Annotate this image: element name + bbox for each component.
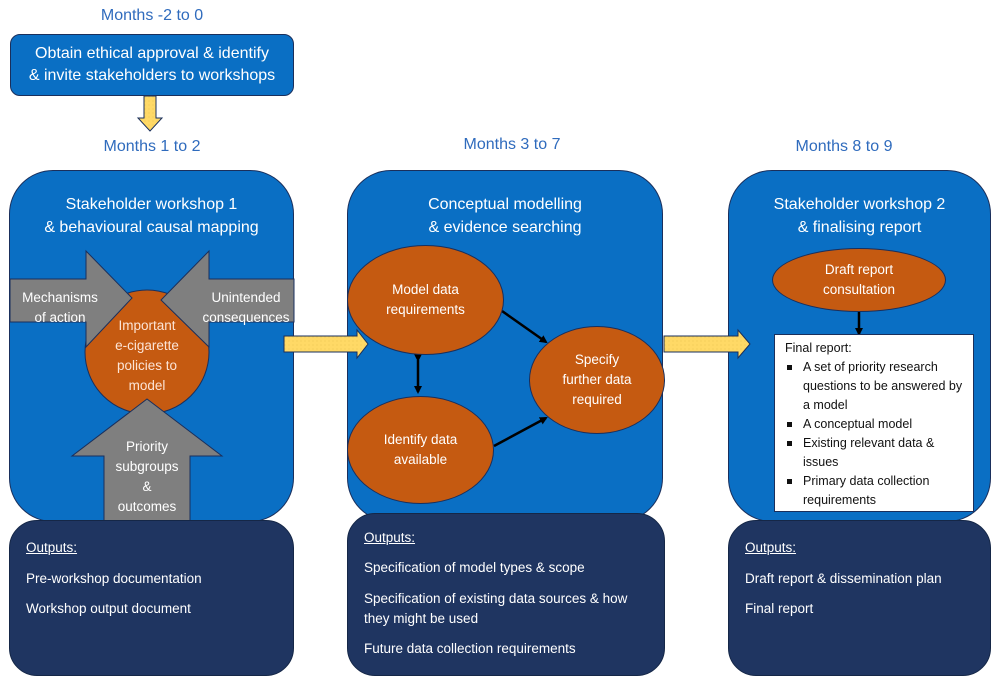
stage1-outputs-header: Outputs:: [26, 540, 78, 555]
flow-arrow-stage1-to-2: [283, 328, 369, 360]
node-identify-data-available: Identify data available: [347, 396, 494, 504]
flow-arrow-down: [136, 95, 164, 132]
stage3-outputs-panel: Outputs: Draft report & dissemination pl…: [728, 520, 991, 676]
priority-line-4: outcomes: [117, 499, 177, 514]
node-model-line-1: Model data: [392, 282, 459, 297]
node-specify-further-data: Specify further data required: [529, 326, 665, 434]
final-report-item: Primary data collection requirements: [785, 472, 967, 510]
stage2-title-line-2: & evidence searching: [428, 219, 582, 236]
node-specify-line-2: further data: [562, 372, 632, 387]
preparation-line-1: Obtain ethical approval & identify: [35, 45, 269, 62]
stage2-output-item: Specification of existing data sources &…: [364, 591, 628, 626]
center-line-3: policies to: [116, 358, 178, 373]
node-draft-report-consultation: Draft report consultation: [772, 248, 946, 312]
consequences-line-1: Unintended: [211, 290, 281, 305]
priority-line-3: &: [142, 479, 152, 494]
phase-label-stage2: Months 3 to 7: [463, 136, 561, 153]
stage3-title-line-2: & finalising report: [797, 219, 922, 236]
node-draft-line-1: Draft report: [824, 262, 894, 277]
stage3-output-item: Final report: [745, 601, 814, 616]
flow-arrow-stage2-to-3: [663, 328, 751, 360]
stage2-output-item: Future data collection requirements: [364, 641, 576, 656]
phase-label-stage1: Months 1 to 2: [103, 138, 201, 155]
stage1-output-item: Pre-workshop documentation: [26, 571, 202, 586]
priority-outcomes-arrow: [70, 398, 224, 523]
stage1-output-item: Workshop output document: [26, 601, 191, 616]
stage2-outputs-panel: Outputs: Specification of model types & …: [347, 513, 665, 676]
final-report-heading: Final report:: [785, 341, 852, 355]
priority-line-2: subgroups: [115, 459, 179, 474]
phase-label-prep: Months -2 to 0: [100, 7, 204, 24]
priority-label: Priority subgroups & outcomes: [104, 437, 190, 517]
node-identify-line-2: available: [393, 452, 448, 467]
phase-label-stage3: Months 8 to 9: [795, 138, 893, 155]
node-draft-line-2: consultation: [822, 282, 896, 297]
stage2-outputs-header: Outputs:: [364, 530, 416, 545]
node-identify-line-1: Identify data: [383, 432, 458, 447]
mechanisms-label: Mechanisms of action: [10, 288, 110, 328]
stage1-outputs-panel: Outputs: Pre-workshop documentation Work…: [9, 520, 294, 676]
final-report-item: Existing relevant data & issues: [785, 434, 967, 472]
connector-identify-to-specify: [493, 416, 548, 448]
connector-model-to-specify: [501, 309, 548, 344]
mechanisms-line-1: Mechanisms: [22, 290, 98, 305]
final-report-item: A set of priority research questions to …: [785, 358, 967, 415]
mechanisms-line-2: of action: [34, 310, 86, 325]
consequences-arrow: [160, 249, 295, 349]
node-model-data-requirements: Model data requirements: [347, 245, 504, 355]
stage2-title-line-1: Conceptual modelling: [428, 196, 582, 213]
stage3-title-line-1: Stakeholder workshop 2: [773, 196, 946, 213]
center-line-4: model: [128, 378, 166, 393]
stage3-output-item: Draft report & dissemination plan: [745, 571, 942, 586]
center-policy-label: Important e-cigarette policies to model: [97, 316, 197, 396]
final-report-item: A conceptual model: [785, 415, 967, 434]
preparation-box: Obtain ethical approval & identify & inv…: [10, 34, 294, 96]
node-specify-line-3: required: [572, 392, 622, 407]
stage1-title-line-1: Stakeholder workshop 1: [65, 196, 238, 213]
consequences-line-2: consequences: [202, 310, 290, 325]
center-line-2: e-cigarette: [115, 338, 179, 353]
preparation-line-2: & invite stakeholders to workshops: [28, 67, 276, 84]
stage3-outputs-header: Outputs:: [745, 540, 797, 555]
priority-line-1: Priority: [125, 439, 168, 454]
node-specify-line-1: Specify: [574, 352, 620, 367]
mechanisms-arrow: [9, 249, 133, 349]
node-model-line-2: requirements: [386, 302, 465, 317]
stage1-title-line-2: & behavioural causal mapping: [44, 219, 259, 236]
final-report-box: Final report: A set of priority research…: [774, 334, 974, 512]
final-report-list: A set of priority research questions to …: [785, 358, 967, 510]
stage2-output-item: Specification of model types & scope: [364, 560, 585, 575]
consequences-label: Unintended consequences: [194, 288, 298, 328]
center-line-1: Important: [118, 318, 176, 333]
